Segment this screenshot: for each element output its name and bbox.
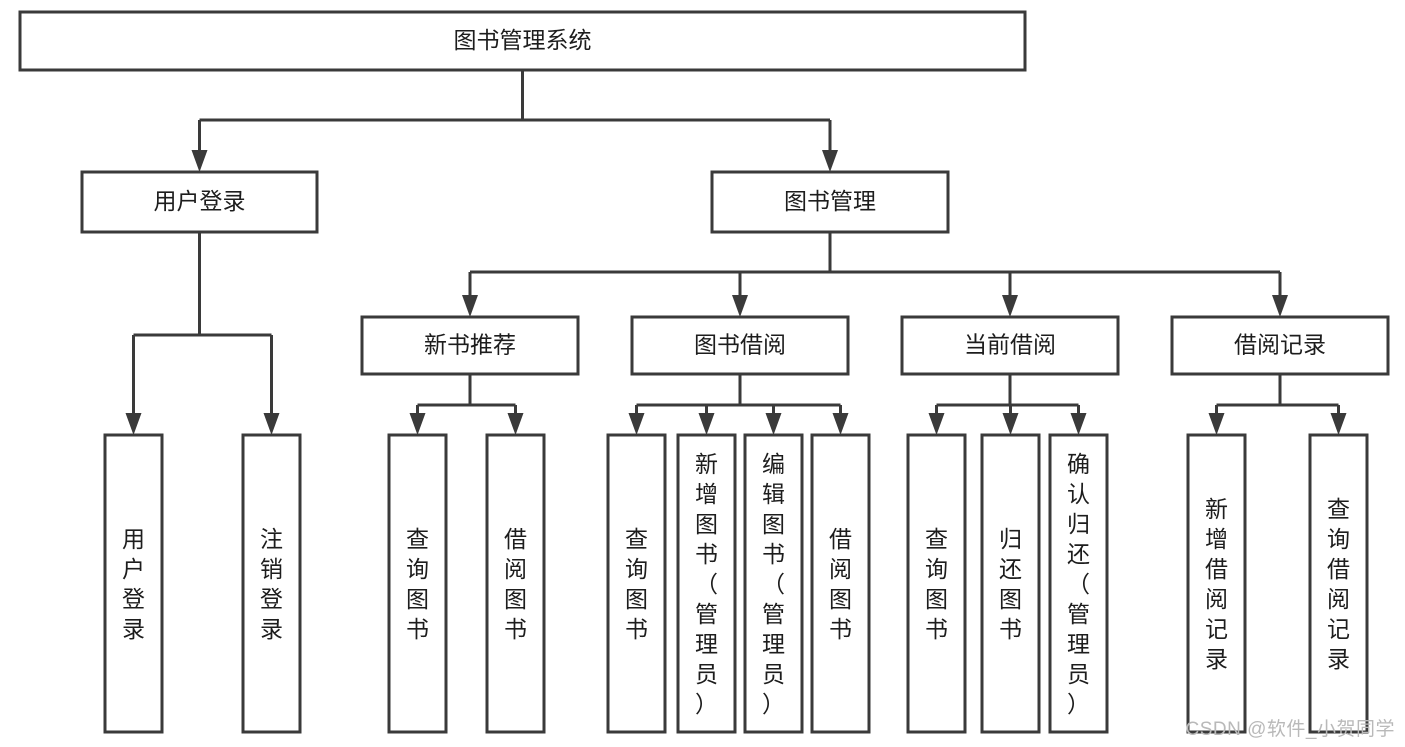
node-leaf-0-rect — [103, 433, 164, 734]
node-leaf-1-label: 注销登录 — [260, 526, 283, 642]
node-leaf-8-rect — [906, 433, 967, 734]
arrow-head-icon — [765, 413, 782, 435]
node-leaf-2-label: 查询图书 — [406, 526, 429, 642]
node-user-login-label: 用户登录 — [154, 188, 246, 214]
node-level3-1-label: 图书借阅 — [694, 332, 786, 358]
node-root-book-management-system[interactable]: 图书管理系统 — [18, 10, 1027, 72]
node-book-management-label: 图书管理 — [784, 188, 876, 214]
node-leaf-1-rect — [241, 433, 302, 734]
node-leaf-1[interactable]: 注销登录 — [241, 433, 302, 734]
node-leaf-5-label: 新增图书（管理员） — [695, 451, 718, 717]
connectors-layer — [125, 70, 1347, 435]
node-leaf-7-label: 借阅图书 — [829, 526, 852, 642]
node-leaf-6[interactable]: 编辑图书（管理员） — [743, 433, 804, 734]
node-leaf-8-label: 查询图书 — [925, 526, 948, 642]
node-leaf-3[interactable]: 借阅图书 — [485, 433, 546, 734]
node-root-book-management-system-label: 图书管理系统 — [454, 27, 592, 53]
node-leaf-7-rect — [810, 433, 871, 734]
node-leaf-11-label: 新增借阅记录 — [1205, 496, 1228, 672]
node-level3-1[interactable]: 图书借阅 — [630, 315, 850, 376]
boxes-layer: 图书管理系统用户登录图书管理新书推荐图书借阅当前借阅借阅记录用户登录注销登录查询… — [18, 10, 1390, 734]
node-level3-3-label: 借阅记录 — [1234, 332, 1326, 358]
node-leaf-11[interactable]: 新增借阅记录 — [1186, 433, 1247, 734]
node-leaf-3-rect — [485, 433, 546, 734]
node-leaf-10-rect — [1048, 433, 1109, 734]
node-level3-3-rect — [1170, 315, 1390, 376]
arrow-head-icon — [1002, 295, 1018, 317]
node-book-management-rect — [710, 170, 950, 234]
csdn-watermark: CSDN @软件_小贺同学 — [1185, 719, 1395, 740]
node-book-management[interactable]: 图书管理 — [710, 170, 950, 234]
node-leaf-5-rect — [676, 433, 737, 734]
arrow-head-icon — [125, 413, 142, 435]
arrow-head-icon — [1002, 413, 1019, 435]
node-user-login[interactable]: 用户登录 — [80, 170, 319, 234]
node-leaf-4-label: 查询图书 — [625, 526, 648, 642]
arrow-head-icon — [1272, 295, 1288, 317]
node-leaf-9-rect — [980, 433, 1041, 734]
node-level3-0-label: 新书推荐 — [424, 332, 516, 358]
node-leaf-3-label: 借阅图书 — [504, 526, 527, 642]
node-leaf-7[interactable]: 借阅图书 — [810, 433, 871, 734]
node-leaf-6-label: 编辑图书（管理员） — [762, 451, 785, 717]
node-leaf-4[interactable]: 查询图书 — [606, 433, 667, 734]
arrow-head-icon — [191, 150, 208, 172]
node-leaf-0[interactable]: 用户登录 — [103, 433, 164, 734]
node-leaf-6-rect — [743, 433, 804, 734]
node-leaf-2-rect — [387, 433, 448, 734]
node-level3-2-label: 当前借阅 — [964, 332, 1056, 358]
arrow-head-icon — [698, 413, 715, 435]
arrow-head-icon — [628, 413, 645, 435]
node-leaf-5[interactable]: 新增图书（管理员） — [676, 433, 737, 734]
node-level3-2-rect — [900, 315, 1120, 376]
node-leaf-2[interactable]: 查询图书 — [387, 433, 448, 734]
node-leaf-10-label: 确认归还（管理员） — [1067, 451, 1090, 717]
arrow-head-icon — [732, 295, 748, 317]
node-root-book-management-system-rect — [18, 10, 1027, 72]
node-leaf-4-rect — [606, 433, 667, 734]
arrow-head-icon — [832, 413, 849, 435]
node-leaf-0-label: 用户登录 — [122, 526, 145, 642]
arrow-head-icon — [822, 150, 838, 172]
node-level3-0-rect — [360, 315, 580, 376]
arrow-head-icon — [928, 413, 945, 435]
node-leaf-9-label: 归还图书 — [999, 526, 1022, 642]
arrow-head-icon — [409, 413, 426, 435]
arrow-head-icon — [507, 413, 524, 435]
arrow-head-icon — [263, 413, 280, 435]
node-leaf-12-label: 查询借阅记录 — [1327, 496, 1350, 672]
node-leaf-12-rect — [1308, 433, 1369, 734]
node-leaf-9[interactable]: 归还图书 — [980, 433, 1041, 734]
arrow-head-icon — [1070, 413, 1087, 435]
node-leaf-12[interactable]: 查询借阅记录 — [1308, 433, 1369, 734]
arrow-head-icon — [1330, 413, 1347, 435]
node-level3-0[interactable]: 新书推荐 — [360, 315, 580, 376]
node-leaf-10[interactable]: 确认归还（管理员） — [1048, 433, 1109, 734]
node-level3-3[interactable]: 借阅记录 — [1170, 315, 1390, 376]
node-user-login-rect — [80, 170, 319, 234]
node-level3-2[interactable]: 当前借阅 — [900, 315, 1120, 376]
node-leaf-8[interactable]: 查询图书 — [906, 433, 967, 734]
arrow-head-icon — [1208, 413, 1225, 435]
node-leaf-11-rect — [1186, 433, 1247, 734]
arrow-head-icon — [462, 295, 478, 317]
node-level3-1-rect — [630, 315, 850, 376]
